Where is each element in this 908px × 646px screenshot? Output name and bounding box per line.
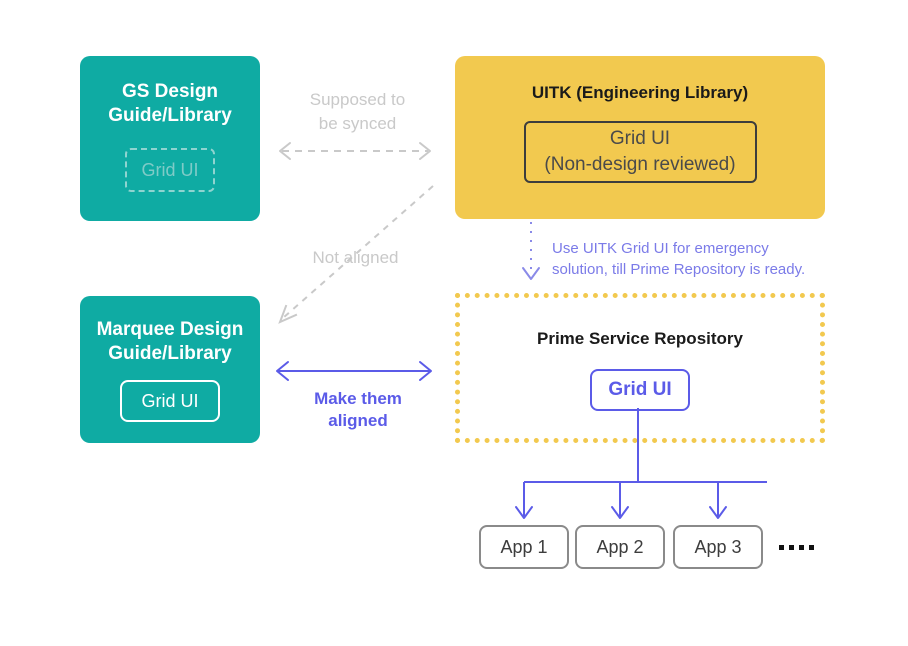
apps-more-ellipsis-icon bbox=[779, 545, 814, 550]
node-gs-design-guide-title: GS Design Guide/Library bbox=[108, 81, 232, 126]
app-box-2-label: App 2 bbox=[596, 536, 644, 557]
chip-grid-ui-uitk[interactable]: Grid UI (Non-design reviewed) bbox=[523, 121, 757, 183]
node-gs-design-guide[interactable]: GS Design Guide/Library Grid UI bbox=[80, 56, 260, 221]
label-supposed-to-be-synced: Supposed to be synced bbox=[309, 90, 406, 133]
label-emergency-note: Use UITK Grid UI for emergency solution,… bbox=[552, 240, 806, 278]
label-make-them-aligned: Make them aligned bbox=[314, 389, 402, 430]
app-box-1-label: App 1 bbox=[500, 536, 548, 557]
node-prime-service-repository[interactable]: Prime Service Repository Grid UI bbox=[455, 293, 825, 443]
arrow-supposed-to-be-synced bbox=[279, 142, 431, 160]
app-box-3-label: App 3 bbox=[694, 536, 742, 557]
arrow-not-aligned bbox=[278, 185, 434, 324]
chip-grid-ui-uitk-label: Grid UI (Non-design reviewed) bbox=[544, 128, 736, 175]
chip-grid-ui-prime-label: Grid UI bbox=[608, 379, 672, 400]
app-box-3[interactable]: App 3 bbox=[673, 525, 763, 569]
node-uitk-title: UITK (Engineering Library) bbox=[531, 83, 749, 102]
app-box-1[interactable]: App 1 bbox=[479, 525, 569, 569]
label-not-aligned: Not aligned bbox=[312, 248, 399, 267]
node-marquee-design-guide-title: Marquee Design Guide/Library bbox=[96, 319, 244, 364]
chip-grid-ui-prime[interactable]: Grid UI bbox=[590, 369, 690, 411]
arrow-make-them-aligned bbox=[276, 361, 432, 381]
app-box-2[interactable]: App 2 bbox=[575, 525, 665, 569]
node-marquee-design-guide[interactable]: Marquee Design Guide/Library Grid UI bbox=[80, 296, 260, 443]
node-prime-service-repository-title: Prime Service Repository bbox=[537, 329, 743, 348]
chip-grid-ui-gs[interactable]: Grid UI bbox=[125, 148, 215, 192]
arrow-uitk-to-prime bbox=[522, 222, 540, 280]
node-uitk-engineering-library[interactable]: UITK (Engineering Library) Grid UI (Non-… bbox=[455, 56, 825, 219]
connector-prime-to-apps bbox=[515, 408, 767, 519]
chip-grid-ui-marquee[interactable]: Grid UI bbox=[120, 380, 220, 422]
chip-grid-ui-marquee-label: Grid UI bbox=[141, 390, 199, 411]
chip-grid-ui-gs-label: Grid UI bbox=[141, 159, 199, 180]
